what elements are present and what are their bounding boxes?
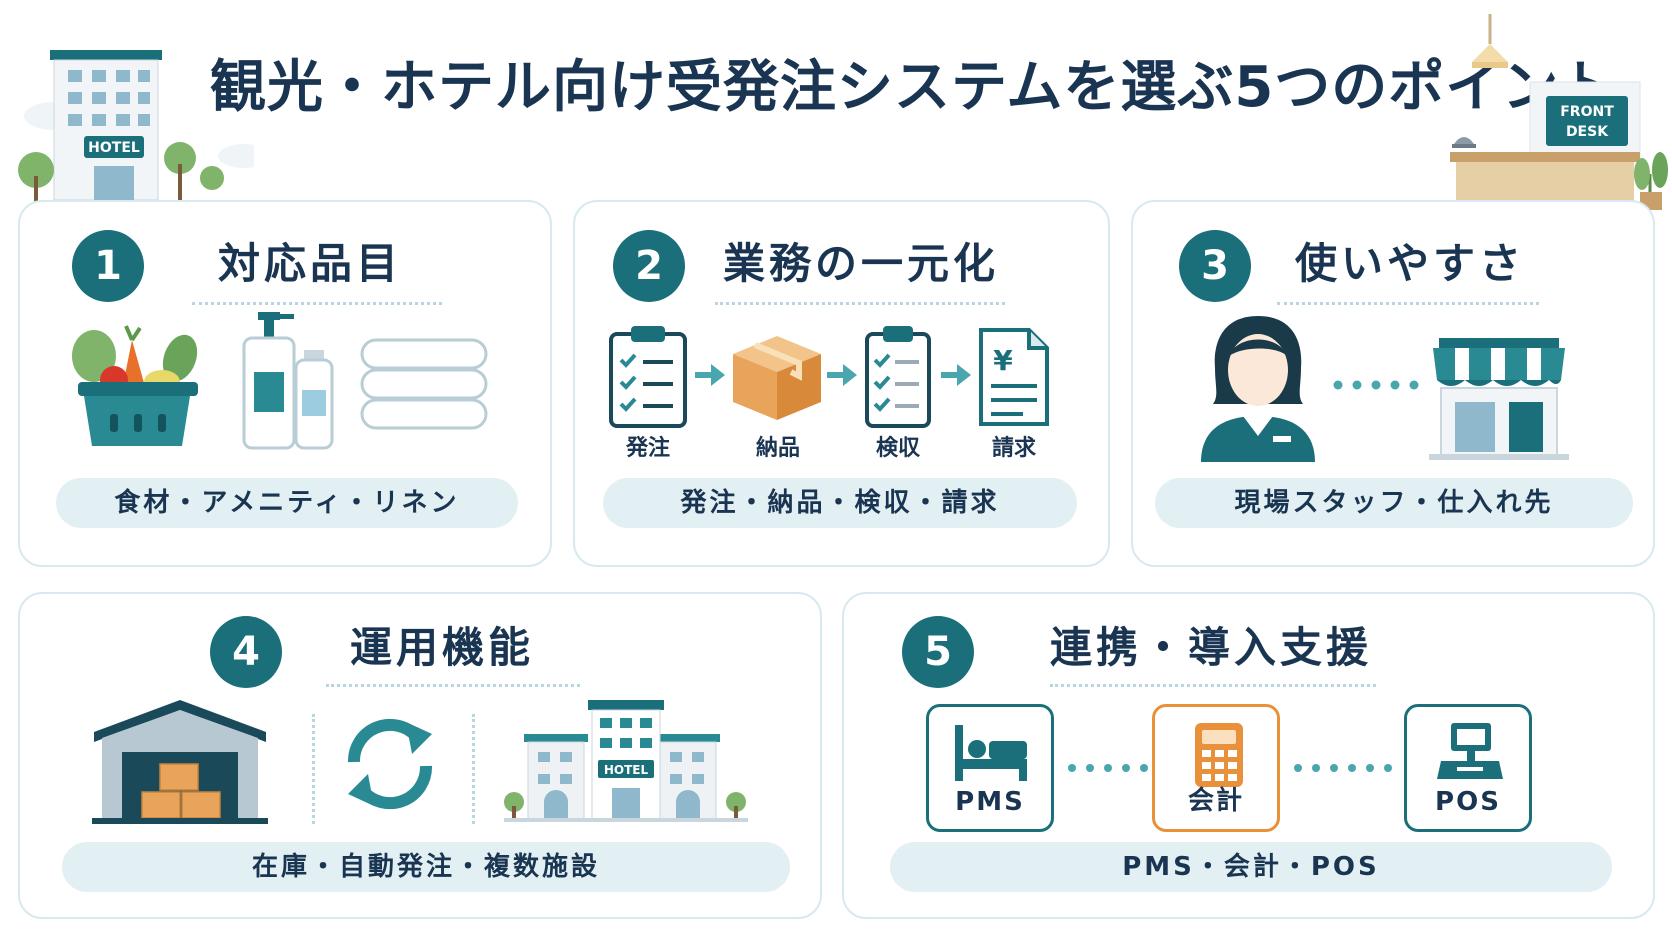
front-desk-sign-line2: DESK: [1566, 124, 1609, 140]
summary-pill: 食材・アメニティ・リネン: [56, 478, 518, 528]
point-number-badge: 5: [902, 616, 974, 688]
bed-icon: [955, 725, 1027, 781]
point-number-badge: 3: [1179, 230, 1251, 302]
point-card-2: 2 業務の一元化 ¥ 発注 納品 検収 請求 発注・納品・検収・請求: [573, 200, 1110, 567]
staff-person-icon: [1201, 316, 1315, 462]
step-label-invoice: 請求: [991, 436, 1036, 461]
point-number-badge: 4: [210, 616, 282, 688]
page-title: 観光・ホテル向け受発注システムを選ぶ5つのポイント: [210, 55, 1617, 120]
divider: [472, 714, 475, 824]
title-underline: [1050, 684, 1376, 687]
linen-towels-icon: [360, 338, 488, 430]
hotel-sign-text: HOTEL: [604, 763, 649, 777]
divider: [312, 714, 315, 824]
summary-pill: PMS・会計・POS: [890, 842, 1612, 892]
connection-dots: [1068, 764, 1148, 772]
pms-system-box: PMS: [926, 704, 1054, 832]
point-title: 使いやすさ: [1295, 239, 1526, 288]
point-number-badge: 1: [72, 230, 144, 302]
point-card-4: 4 運用機能 HOTEL: [18, 592, 822, 919]
step-label-order: 発注: [625, 436, 670, 461]
point-title: 業務の一元化: [723, 239, 1000, 288]
hotel-sign-text: HOTEL: [88, 140, 140, 156]
order-checklist-icon: [609, 326, 687, 428]
yen-invoice-icon: ¥: [979, 328, 1049, 426]
point-number-badge: 2: [613, 230, 685, 302]
point-card-3: 3 使いやすさ 現場スタッフ・仕入れ先: [1131, 200, 1655, 567]
inspection-checklist-icon: [865, 326, 931, 428]
arrow-right-icon: [827, 364, 857, 386]
vegetable-basket-icon: [72, 325, 198, 446]
supplier-shop-icon: [1429, 338, 1569, 460]
title-underline: [326, 684, 580, 687]
arrow-right-icon: [695, 364, 725, 386]
title-underline: [1277, 302, 1539, 305]
delivery-box-icon: [733, 336, 821, 420]
summary-pill: 現場スタッフ・仕入れ先: [1155, 478, 1633, 528]
summary-pill: 在庫・自動発注・複数施設: [62, 842, 790, 892]
pos-system-box: POS: [1404, 704, 1532, 832]
system-label-pos: POS: [1435, 787, 1501, 817]
summary-pill: 発注・納品・検収・請求: [603, 478, 1077, 528]
connection-dots: [1294, 764, 1392, 772]
title-underline: [715, 302, 1005, 305]
pos-register-icon: [1437, 723, 1503, 779]
svg-text:¥: ¥: [993, 344, 1013, 377]
point-card-5: 5 連携・導入支援 PMS 会計: [842, 592, 1655, 919]
amenity-bottles-icon: [242, 312, 334, 450]
point-title: 対応品目: [218, 239, 403, 288]
system-label-accounting: 会計: [1187, 786, 1244, 816]
sync-arrows-icon: [348, 718, 432, 810]
calculator-icon: [1195, 723, 1243, 787]
warehouse-icon: [92, 700, 268, 824]
front-desk-illustration-icon: FRONT DESK: [1450, 14, 1668, 210]
step-label-inspection: 検収: [875, 436, 920, 461]
title-underline: [192, 302, 442, 305]
system-label-pms: PMS: [955, 787, 1025, 817]
front-desk-sign-line1: FRONT: [1560, 104, 1614, 120]
accounting-system-box: 会計: [1152, 704, 1280, 832]
point-card-1: 1 対応品目 食材・アメニティ・リネン: [18, 200, 552, 567]
hotel-buildings-icon: HOTEL: [504, 700, 748, 822]
arrow-right-icon: [941, 364, 971, 386]
hotel-illustration-icon: HOTEL: [18, 50, 254, 202]
point-title: 連携・導入支援: [1050, 623, 1373, 672]
connection-dots: [1333, 380, 1419, 390]
point-title: 運用機能: [350, 623, 535, 672]
step-label-delivery: 納品: [755, 436, 800, 461]
